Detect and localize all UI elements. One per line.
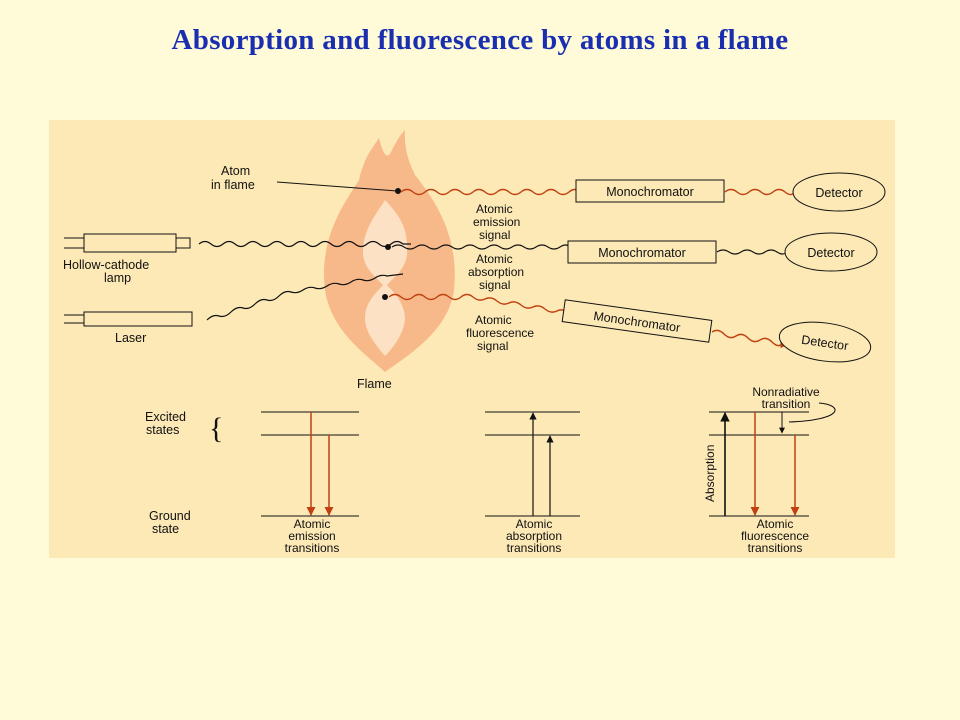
fluorescence-wave-2: [711, 329, 789, 349]
fluorescence-wave: [388, 293, 574, 318]
fluorescence-signal-l2: fluorescence: [466, 326, 534, 340]
state-labels: Excited states { Ground state: [145, 410, 223, 536]
laser: [64, 311, 193, 327]
detector-emission: Detector: [792, 172, 886, 212]
detector-label: Detector: [800, 333, 849, 353]
emission-trans-l3: transitions: [285, 541, 340, 555]
nonradiative-l2: transition: [762, 397, 811, 411]
absorption-transitions-diagram: Atomic absorption transitions: [485, 411, 580, 555]
atom-dot-emission: [395, 188, 401, 194]
flame: Flame: [323, 130, 455, 391]
brace-icon: {: [209, 412, 223, 445]
emission-trans-l1: Atomic: [294, 517, 331, 531]
nonradiative-l1: Nonradiative: [752, 385, 820, 399]
atom-dot-fluorescence: [382, 294, 388, 300]
excited-label-line2: states: [146, 423, 179, 437]
flame-label: Flame: [357, 377, 392, 391]
absorption-wave: [391, 243, 579, 251]
atom-dot-absorption: [385, 244, 391, 250]
emission-signal-l2: emission: [473, 215, 520, 229]
flame-inner: [363, 200, 408, 356]
absorption-signal-l3: signal: [479, 278, 510, 292]
atom-label-line2: in flame: [211, 178, 255, 192]
emission-wave-2: [724, 187, 802, 197]
fluorescence-trans-l3: transitions: [748, 541, 803, 555]
lamp-beam-wave: [198, 240, 411, 248]
monochromator-label: Monochromator: [598, 246, 686, 260]
absorption-signal-l1: Atomic: [476, 252, 513, 266]
fluorescence-signal-l3: signal: [477, 339, 508, 353]
fluorescence-signal-l1: Atomic: [475, 313, 512, 327]
monochromator-label: Monochromator: [606, 185, 694, 199]
emission-signal-l1: Atomic: [476, 202, 513, 216]
detector-label: Detector: [807, 246, 854, 260]
monochromator-absorption: Monochromator: [567, 240, 717, 264]
atom-leader-line: [276, 181, 398, 192]
absorption-trans-l1: Atomic: [516, 517, 553, 531]
ground-label-line1: Ground: [149, 509, 191, 523]
lamp-label-line2: lamp: [104, 271, 131, 285]
absorption-row: Hollow-cathode lamp Atomic absorption si…: [63, 232, 878, 292]
slide-title: Absorption and fluorescence by atoms in …: [171, 24, 789, 56]
absorption-trans-l2: absorption: [506, 529, 562, 543]
excited-label-line1: Excited: [145, 410, 186, 424]
lamp-label-line1: Hollow-cathode: [63, 258, 149, 272]
emission-transitions-diagram: Atomic emission transitions: [261, 411, 359, 555]
monochromator-fluorescence: Monochromator: [561, 299, 713, 343]
fluorescence-row: Laser Atomic fluorescence signal Monochr…: [64, 273, 872, 363]
emission-row: Atom in flame Atomic emission signal Mon…: [211, 164, 886, 242]
detector-fluorescence: Detector: [778, 321, 872, 363]
monochromator-emission: Monochromator: [575, 179, 725, 203]
fluorescence-trans-l2: fluorescence: [741, 529, 809, 543]
emission-wave: [400, 187, 588, 197]
emission-signal-l3: signal: [479, 228, 510, 242]
atom-label-line1: Atom: [221, 164, 250, 178]
absorption-trans-l3: transitions: [507, 541, 562, 555]
absorption-wave-2: [716, 248, 794, 256]
fluorescence-transitions-diagram: Absorption Nonradiative transition Atomi…: [703, 385, 836, 555]
laser-label: Laser: [115, 331, 146, 345]
laser-beam-wave: [206, 273, 404, 321]
diagram-svg: Flame Atom in flame Atomic emission sign…: [63, 130, 886, 555]
diagram-figure: Flame Atom in flame Atomic emission sign…: [49, 120, 895, 558]
ground-label-line2: state: [152, 522, 179, 536]
detector-absorption: Detector: [784, 232, 878, 272]
absorption-vertical-label: Absorption: [703, 445, 717, 502]
hollow-cathode-lamp: [64, 233, 191, 253]
fluorescence-trans-l1: Atomic: [757, 517, 794, 531]
detector-label: Detector: [815, 186, 862, 200]
emission-trans-l2: emission: [288, 529, 335, 543]
absorption-signal-l2: absorption: [468, 265, 524, 279]
